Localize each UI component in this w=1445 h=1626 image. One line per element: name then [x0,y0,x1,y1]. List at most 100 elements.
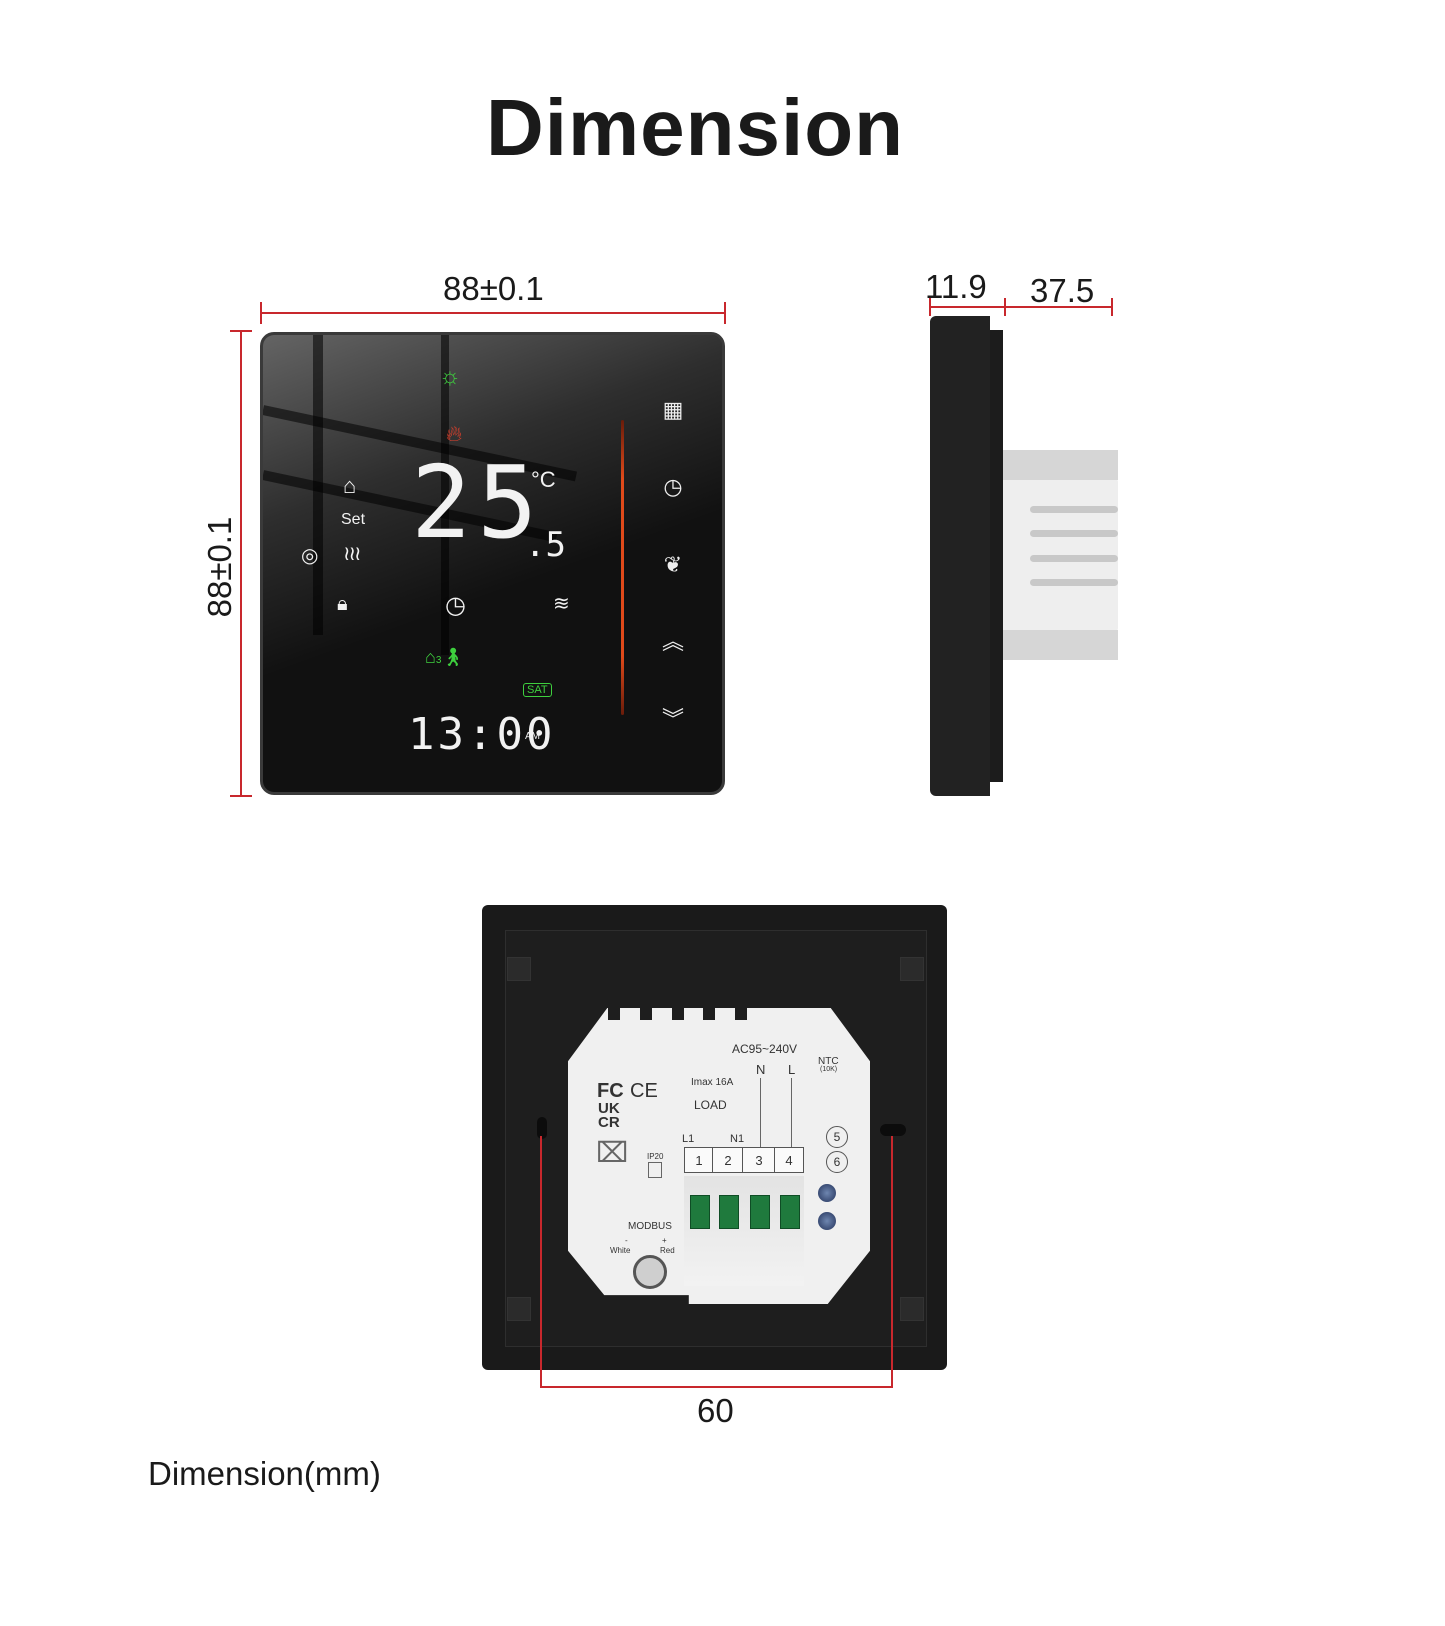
load-label: LOAD [694,1098,727,1112]
modbus-port [633,1255,667,1289]
mount-spacing-label: 60 [697,1392,734,1429]
terminal-1: 1 [684,1147,714,1173]
terminal-block [684,1176,804,1286]
side-module-band [1003,450,1118,480]
power-n-label: N [756,1062,766,1077]
modbus-plus: + [662,1236,667,1245]
window-reflection-bar [441,335,449,655]
up-arrow-button[interactable]: ︽ [653,620,693,660]
ampm-label: AM [525,731,540,742]
ntc-terminal-5: 5 [826,1126,848,1148]
vent-notch [608,1008,620,1020]
leaf-icon: ❦ [663,552,683,577]
side-back-plate [990,330,1003,782]
voltage-label: AC95~240V [732,1042,798,1056]
weee-bin-icon: ⌧ [596,1137,629,1168]
ip20-icon [648,1162,662,1178]
chevron-down-icon: ︾ [661,707,684,732]
grid-icon: ▦ [662,397,684,422]
front-width-line [260,312,726,314]
mount-dim-line [540,1386,893,1388]
power-l-label: L [788,1062,796,1077]
modbus-white-label: White [610,1246,631,1255]
side-rib [1030,555,1118,562]
glass-reflection [263,335,722,792]
lock-icon: 🔒︎ [337,593,348,615]
dim-tick [1111,298,1113,316]
dimension-unit-label: Dimension(mm) [148,1455,381,1492]
ntc-screw [818,1212,836,1230]
sun-icon: ☼ [439,363,461,390]
modbus-red-label: Red [660,1246,675,1255]
flame-icon: 🔥︎ [446,421,463,446]
terminal-clamp [750,1195,770,1229]
temperature-decimal: .5 [525,525,566,565]
terminal-l1-label: L1 [682,1133,695,1145]
vent-notch [672,1008,684,1020]
side-rib [1030,579,1118,586]
ntc-terminal-6: 6 [826,1151,848,1173]
home-thermometer-icon: ⌂ [343,473,357,498]
dim-tick [260,302,262,324]
mount-clip [507,957,531,981]
terminal-4: 4 [774,1147,804,1173]
dim-tick [724,302,726,324]
modbus-label: MODBUS [628,1221,672,1232]
front-height-line [240,330,242,797]
terminal-clamp [780,1195,800,1229]
vent-notch [735,1008,747,1020]
down-arrow-button[interactable]: ︾ [653,698,693,738]
temperature-slider[interactable] [621,420,624,715]
side-back-depth-label: 37.5 [1030,272,1095,309]
vent-notch [703,1008,715,1020]
current-label: Imax 16A [691,1077,734,1088]
clock-display: 13:00 [408,709,556,760]
wifi-icon: ≋ [553,593,570,615]
vent-notch [640,1008,652,1020]
screw-slot-right [880,1124,906,1136]
clock-icon: ◷ [663,474,683,499]
away-home-icon: ⌂3🚶︎ [425,647,465,667]
front-height-label: 88±0.1 [201,516,238,618]
dim-tick [230,795,252,797]
dim-tick [929,298,931,316]
terminal-n1-label: N1 [730,1133,745,1145]
eco-icon: ◎ [301,545,319,567]
ntc-screw [818,1184,836,1202]
mount-clip [900,957,924,981]
ip-rating-label: IP20 [647,1152,664,1161]
modbus-minus: - [625,1236,628,1245]
thermostat-front-panel: ☼ 🔥︎ ⌂ Set ◎ ≀≀≀ 25 .5 °C 🔒︎ ◷ ≋ ⌂3🚶︎ SA… [260,332,725,795]
celsius-unit: °C [531,467,556,492]
terminal-3: 3 [742,1147,776,1173]
mount-dim-right [891,1136,893,1388]
side-front-panel [930,316,990,796]
day-badge: SAT [523,683,552,697]
ce-mark: CE [630,1080,658,1102]
side-rib [1030,506,1118,513]
menu-grid-button[interactable]: ▦ [653,390,693,430]
dim-tick [230,330,252,332]
side-rib [1030,530,1118,537]
screw-slot-left [537,1117,547,1139]
clock-icon: ◷ [445,592,466,619]
eco-leaf-button[interactable]: ❦ [653,545,693,585]
terminal-2: 2 [712,1147,744,1173]
mount-clip [507,1297,531,1321]
chevron-up-icon: ︽ [661,629,684,654]
heating-icon: ≀≀≀ [343,543,361,565]
terminal-clamp [690,1195,710,1229]
dim-tick [1004,298,1006,316]
mount-clip [900,1297,924,1321]
schedule-clock-button[interactable]: ◷ [653,467,693,507]
mount-dim-left [540,1136,542,1388]
fcc-mark: FC [597,1080,624,1102]
terminal-clamp [719,1195,739,1229]
front-width-label: 88±0.1 [443,270,544,307]
wire-l [791,1078,792,1148]
wire-n [760,1078,761,1148]
side-module-band [1003,630,1118,660]
ntc-label: NTC [818,1056,839,1067]
set-label: Set [341,511,366,528]
